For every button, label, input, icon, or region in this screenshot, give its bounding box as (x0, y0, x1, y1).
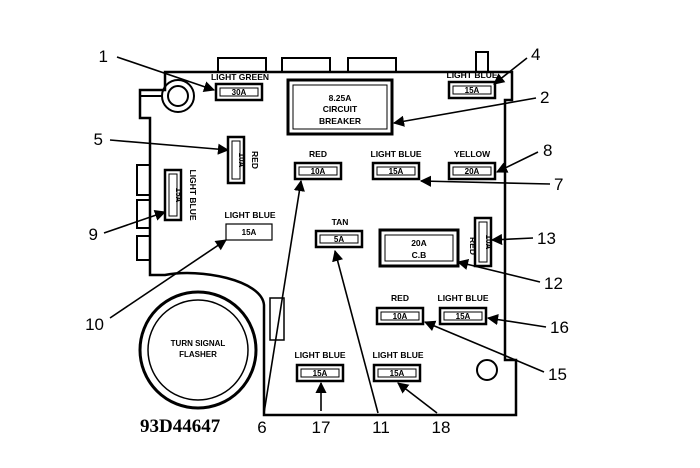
fuse-7-color: LIGHT BLUE (371, 149, 422, 159)
fuse-6-rating: 10A (311, 167, 326, 176)
fuse-9-rating: 15A (174, 188, 183, 203)
callout-2: 2 (540, 88, 549, 107)
fuse-15-color: RED (391, 293, 409, 303)
fuse-16-color: LIGHT BLUE (438, 293, 489, 303)
callout-5: 5 (94, 130, 103, 149)
fuse-1: LIGHT GREEN 30A (211, 72, 269, 102)
fuse-1-color: LIGHT GREEN (211, 72, 269, 82)
fuse-8: YELLOW 20A (447, 149, 497, 181)
circuit-breaker-main: 8.25A CIRCUIT BREAKER (286, 78, 394, 136)
fuse-9: 15A LIGHT BLUE (163, 168, 198, 222)
cb-rating: 20A (411, 238, 427, 248)
fuse-6-color: RED (309, 149, 327, 159)
fuse-5: 10A RED (226, 135, 260, 185)
fuse-11-rating: 5A (334, 235, 344, 244)
fuse-4-rating: 15A (465, 86, 480, 95)
fuse-6: RED 10A (293, 149, 343, 181)
callout-18: 18 (432, 418, 451, 437)
fuse-13-rating: 10A (484, 235, 493, 250)
fuse-18-rating: 15A (390, 369, 405, 378)
fuse-7: LIGHT BLUE 15A (371, 149, 422, 181)
breaker-label-line3: BREAKER (319, 116, 361, 126)
callout-1: 1 (99, 47, 108, 66)
fuse-8-rating: 20A (465, 167, 480, 176)
panel-top-tabs (217, 51, 489, 73)
turn-signal-flasher: TURN SIGNAL FLASHER (138, 290, 258, 410)
fuse-18: LIGHT BLUE 15A (373, 350, 424, 383)
fuse-13-color: RED (468, 237, 478, 255)
callout-12: 12 (544, 274, 563, 293)
callout-9: 9 (89, 225, 98, 244)
fuse-11-color: TAN (332, 217, 349, 227)
cb-label: C.B (412, 250, 427, 260)
fuse-11: TAN 5A (314, 217, 364, 249)
fuse-17-rating: 15A (313, 369, 328, 378)
fuse-9-color: LIGHT BLUE (188, 170, 198, 221)
fuse-4: LIGHT BLUE 15A (447, 70, 498, 100)
flasher-label-line2: FLASHER (179, 350, 217, 359)
fuse-16-rating: 15A (456, 312, 471, 321)
callout-7: 7 (554, 175, 563, 194)
fuse-15: RED 10A (375, 293, 425, 326)
fuse-1-rating: 30A (232, 88, 247, 97)
figure-id: 93D44647 (140, 416, 221, 437)
callout-10: 10 (85, 315, 104, 334)
fuse-10: LIGHT BLUE 15A (225, 210, 276, 241)
fuse-10-rating: 15A (242, 228, 257, 237)
fuse-5-rating: 10A (237, 153, 246, 168)
fuse-17: LIGHT BLUE 15A (295, 350, 346, 383)
callout-13: 13 (537, 229, 556, 248)
circuit-breaker-20a: 20A C.B (378, 228, 460, 268)
mounting-post (140, 79, 195, 113)
callout-17: 17 (312, 418, 331, 437)
callout-8: 8 (543, 141, 552, 160)
fuse-7-rating: 15A (389, 167, 404, 176)
fuse-15-rating: 10A (393, 312, 408, 321)
mounting-hole (476, 359, 498, 381)
fuse-8-color: YELLOW (454, 149, 491, 159)
callout-15: 15 (548, 365, 567, 384)
leader-lines (103, 56, 551, 414)
callout-4: 4 (531, 45, 540, 64)
breaker-rating: 8.25A (329, 93, 352, 103)
callout-6: 6 (257, 418, 266, 437)
breaker-label-line2: CIRCUIT (323, 104, 358, 114)
fuse-4-color: LIGHT BLUE (447, 70, 498, 80)
panel-left-tabs (136, 164, 151, 261)
fuse-17-color: LIGHT BLUE (295, 350, 346, 360)
callout-11: 11 (372, 418, 390, 437)
fuse-18-color: LIGHT BLUE (373, 350, 424, 360)
fuse-10-color: LIGHT BLUE (225, 210, 276, 220)
fuse-5-color: RED (250, 151, 260, 169)
fuse-13: RED 10A (468, 216, 493, 268)
callout-16: 16 (550, 318, 569, 337)
fuse-16: LIGHT BLUE 15A (438, 293, 489, 326)
callout-numbers: 1 2 4 5 6 7 8 9 10 11 12 13 15 16 17 18 (85, 45, 569, 437)
flasher-label-line1: TURN SIGNAL (171, 339, 226, 348)
panel-rib (269, 297, 285, 341)
